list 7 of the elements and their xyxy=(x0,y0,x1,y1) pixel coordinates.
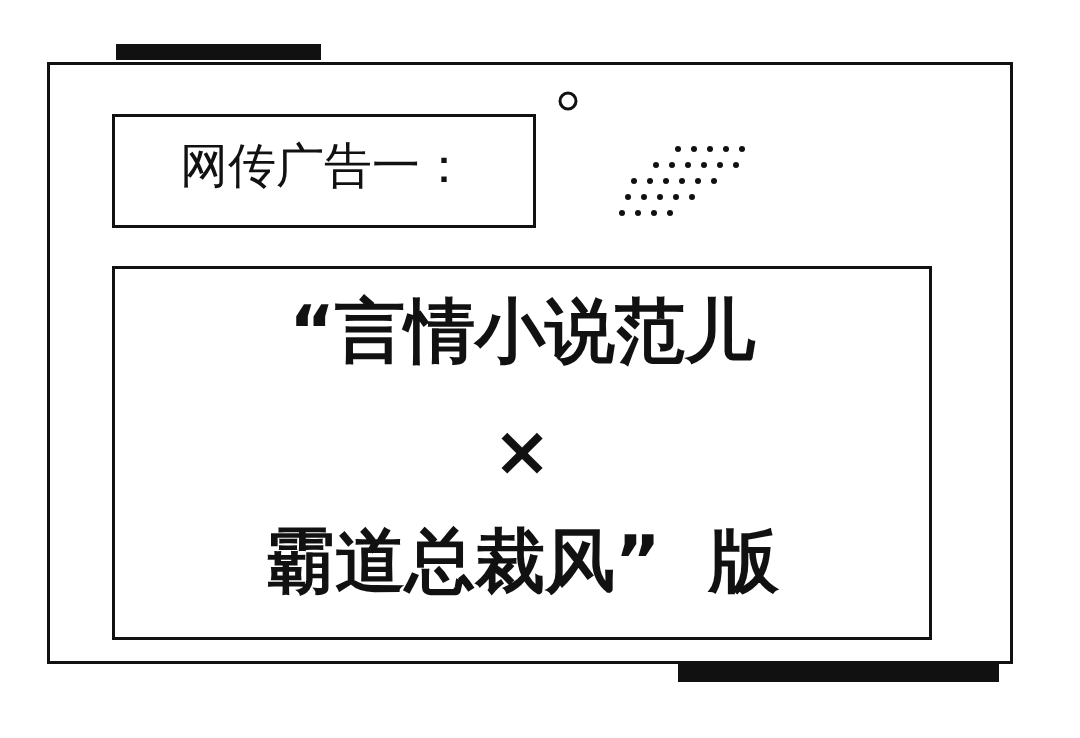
multiply-sign: × xyxy=(491,409,553,493)
frame-box xyxy=(47,62,1013,664)
heading-box xyxy=(112,114,536,228)
heading-text: 网传广告一： xyxy=(179,137,469,195)
title-text: “言情小说范儿 xyxy=(288,289,757,373)
title-text: 霸道总裁风” 版 xyxy=(263,519,781,603)
text-box xyxy=(112,266,932,640)
